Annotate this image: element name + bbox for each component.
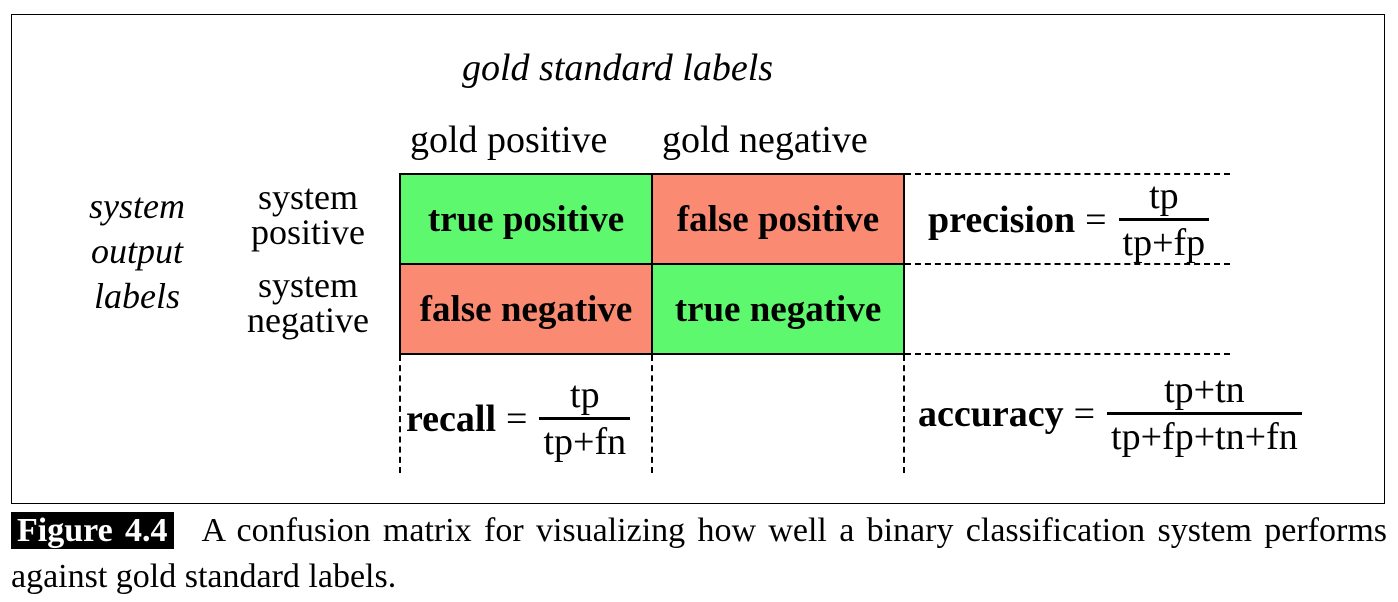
column-header-gold-negative: gold negative xyxy=(662,119,868,161)
precision-denominator: tp+fp xyxy=(1122,222,1206,264)
cell-true-positive: true positive xyxy=(399,173,653,265)
equals-sign: = xyxy=(1085,198,1107,241)
recall-label: recall xyxy=(406,397,497,440)
dashed-line-precision-bottom xyxy=(905,263,1230,265)
figure-frame xyxy=(11,14,1385,504)
fraction-bar xyxy=(539,417,631,420)
precision-numerator: tp xyxy=(1149,175,1179,217)
accuracy-numerator: tp+tn xyxy=(1164,369,1245,411)
row-axis-title: system output labels xyxy=(72,184,202,319)
cell-false-negative: false negative xyxy=(399,263,653,355)
accuracy-denominator: tp+fp+tn+fn xyxy=(1111,416,1298,458)
row-axis-title-line: labels xyxy=(94,276,180,316)
dashed-line-accuracy-left xyxy=(903,355,905,473)
accuracy-formula: accuracy = tp+tn tp+fp+tn+fn xyxy=(918,370,1302,457)
accuracy-label: accuracy xyxy=(918,392,1064,435)
column-header-gold-positive: gold positive xyxy=(410,119,608,161)
accuracy-fraction: tp+tn tp+fp+tn+fn xyxy=(1107,370,1302,457)
row-header-line: positive xyxy=(251,212,365,252)
row-axis-title-line: output xyxy=(90,231,183,271)
cell-true-negative: true negative xyxy=(651,263,905,355)
figure-label: Figure 4.4 xyxy=(11,512,174,549)
equals-sign: = xyxy=(1073,392,1096,435)
equals-sign: = xyxy=(506,397,528,440)
row-header-line: system xyxy=(257,265,358,305)
precision-formula: precision = tp tp+fp xyxy=(928,175,1210,264)
recall-denominator: tp+fn xyxy=(543,421,627,463)
dashed-line-recall-right xyxy=(651,355,653,473)
row-header-line: system xyxy=(257,177,358,217)
dashed-line-precision-top xyxy=(905,173,1230,175)
cell-false-positive: false positive xyxy=(651,173,905,265)
fraction-bar xyxy=(1107,412,1302,415)
caption-text: A confusion matrix for visualizing how w… xyxy=(11,512,1387,595)
recall-formula: recall = tp tp+fn xyxy=(406,374,631,463)
row-header-system-positive: system positive xyxy=(234,177,382,252)
precision-label: precision xyxy=(928,198,1076,241)
dashed-line-recall-left xyxy=(399,355,401,473)
column-axis-title: gold standard labels xyxy=(462,47,774,89)
row-header-line: negative xyxy=(247,300,369,340)
recall-numerator: tp xyxy=(570,374,600,416)
row-axis-title-line: system xyxy=(89,186,185,226)
recall-fraction: tp tp+fn xyxy=(539,374,631,463)
row-header-system-negative: system negative xyxy=(234,265,382,340)
precision-fraction: tp tp+fp xyxy=(1118,175,1210,264)
fraction-bar xyxy=(1118,218,1210,221)
dashed-line-accuracy-top xyxy=(905,353,1230,355)
